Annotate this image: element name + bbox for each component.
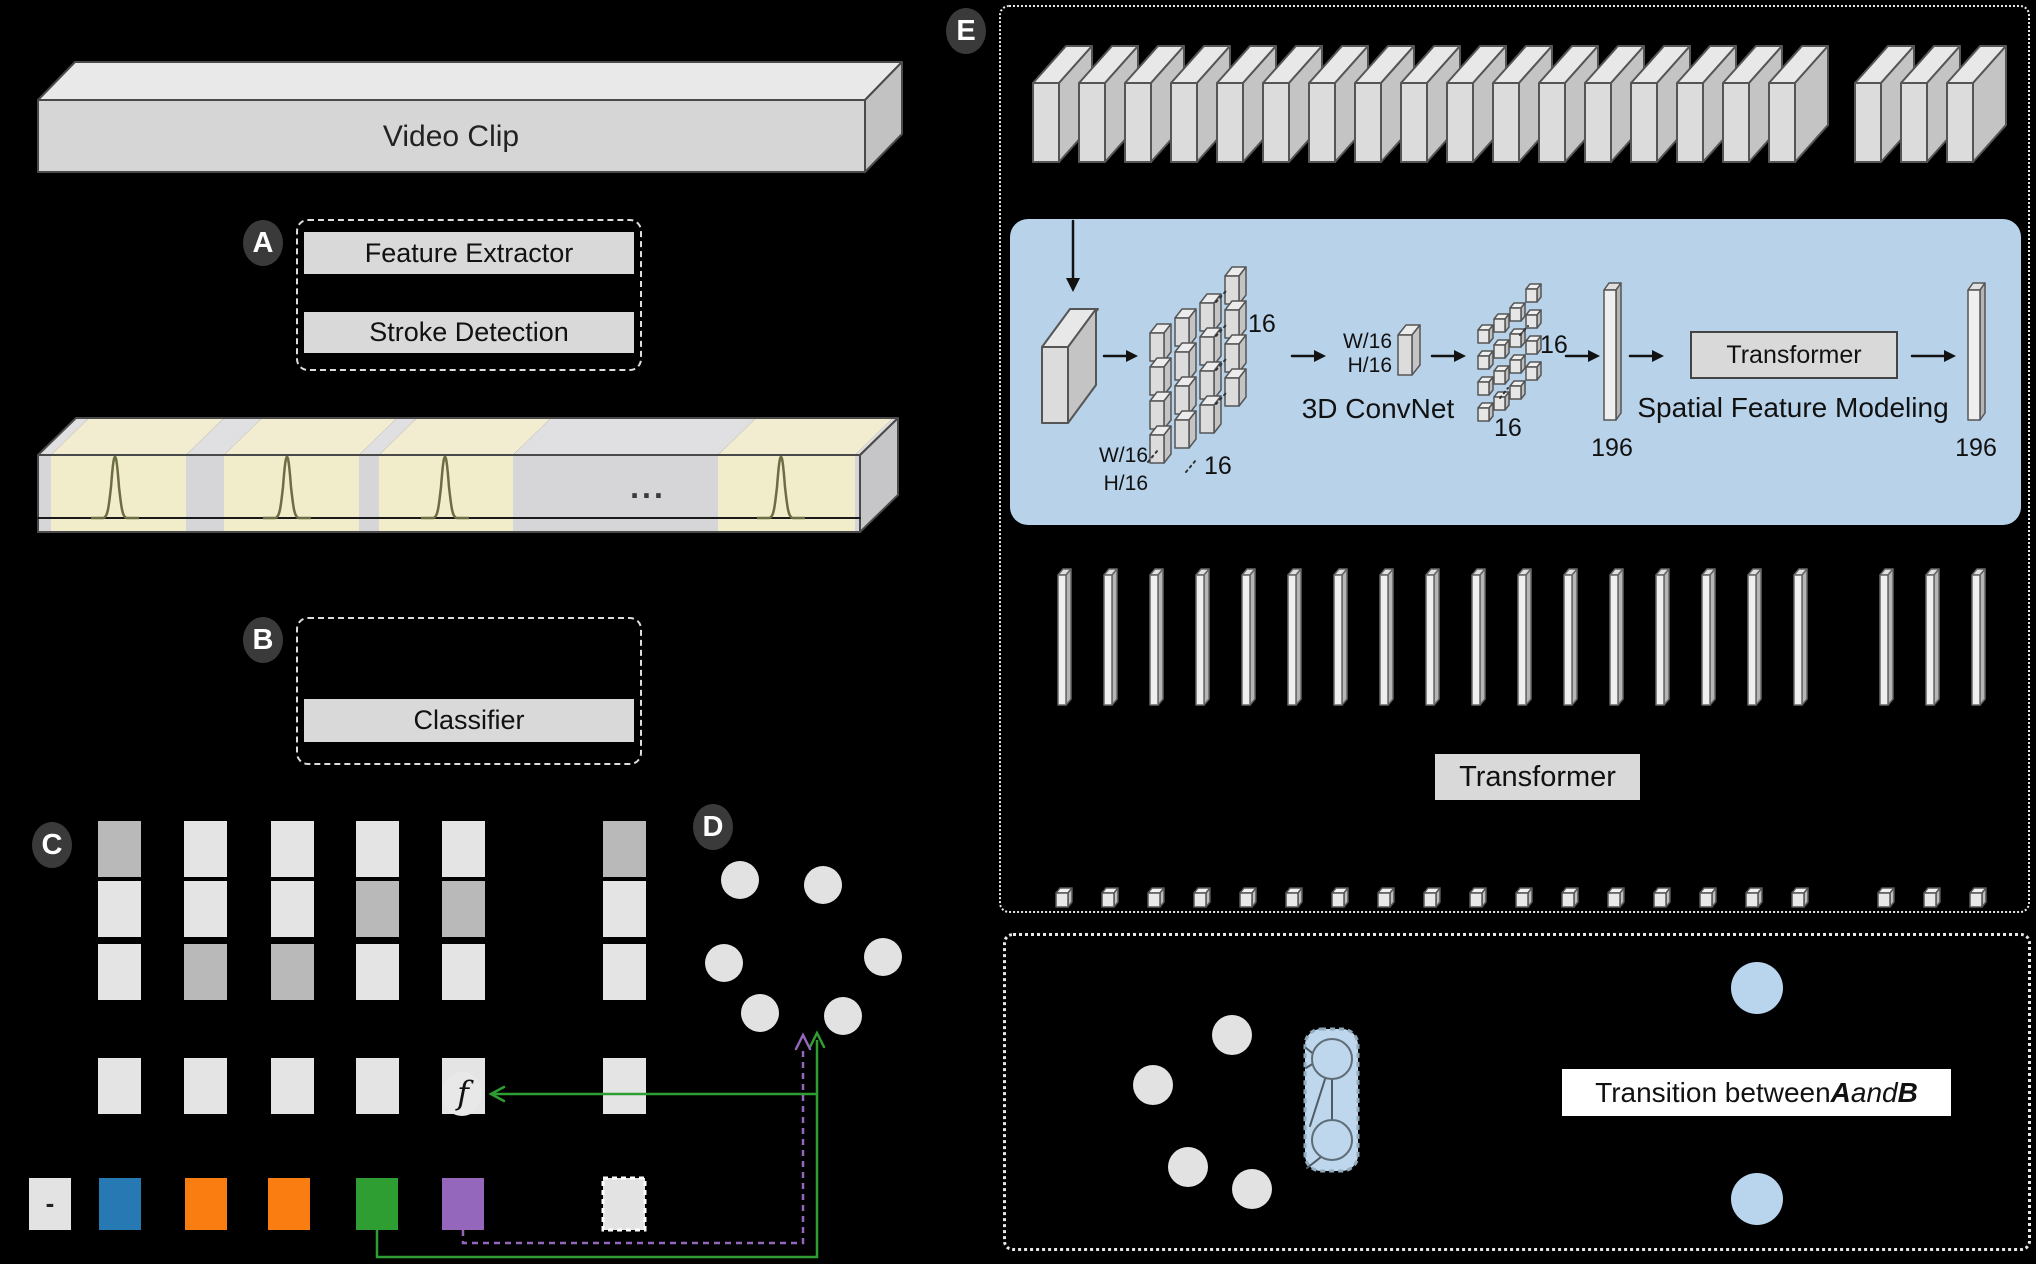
grid-h16-label: H/16: [1103, 471, 1148, 495]
grid-cell: [603, 881, 646, 937]
grid-cell: [603, 944, 646, 1000]
cluster-node: [705, 944, 743, 982]
transition-prefix: Transition between: [1595, 1076, 1831, 1108]
paired-node: [1311, 1119, 1353, 1161]
cluster-node: [824, 997, 862, 1035]
grid-cell: [98, 1058, 141, 1114]
transition-cluster-node: [1133, 1065, 1173, 1105]
transformer-inner-box: Transformer: [1690, 331, 1898, 379]
transition-panel-container: [1003, 933, 2031, 1251]
panel-c-grid: [98, 821, 646, 1114]
grid-cell: [271, 821, 314, 877]
grid-cell: [184, 821, 227, 877]
grid-cell: [356, 881, 399, 937]
grid-cell: [356, 1058, 399, 1114]
grid-cell: [184, 944, 227, 1000]
legend-square-gray-dashed: [601, 1176, 647, 1232]
panel-d-cluster: [705, 861, 902, 1035]
cluster-node: [741, 994, 779, 1032]
video-clip-box: [37, 61, 903, 173]
grid-cell: [603, 1058, 646, 1114]
badge-c: C: [32, 822, 72, 868]
transformer-row-box: Transformer: [1435, 754, 1640, 800]
transition-label-box: Transition between A and B: [1562, 1069, 1951, 1116]
transition-cluster-node: [1212, 1015, 1252, 1055]
transition-state-node: [1731, 1173, 1783, 1225]
classifier-box: Classifier: [304, 699, 634, 742]
cube-token-row: [1055, 887, 1987, 908]
aggregation-function-node: [442, 1072, 482, 1116]
token-bar-row: [1057, 568, 1986, 706]
transition-panel-vectors: [1133, 962, 1783, 1225]
panel-b-container: [296, 617, 642, 765]
conv-w16-label: W/16: [1342, 329, 1392, 353]
convnet-blue-panel: [1010, 219, 2021, 525]
legend-row: [29, 1176, 647, 1232]
conv-h16-label: H/16: [1347, 353, 1392, 377]
video-clip-label: Video Clip: [382, 120, 520, 154]
grid-cell: [271, 944, 314, 1000]
cluster-16-bottom-label: 16: [1494, 413, 1522, 442]
panel-a-container: [296, 219, 642, 371]
legend-square-green: [356, 1178, 398, 1230]
grid-cell: [98, 944, 141, 1000]
stroke-detection-box: Stroke Detection: [304, 312, 634, 353]
grid-cell: [184, 881, 227, 937]
badge-d: D: [693, 804, 733, 850]
grid-cell: [184, 1058, 227, 1114]
grid-cell: [271, 1058, 314, 1114]
grid-cell: [271, 881, 314, 937]
badge-b: B: [243, 617, 283, 663]
tokens-196-left-label: 196: [1591, 433, 1633, 462]
convnet-label: 3D ConvNet: [1301, 393, 1455, 425]
grid-w16-label: W/16: [1098, 443, 1148, 467]
grid-cell: [98, 821, 141, 877]
badge-e: E: [946, 8, 986, 54]
grid-cell: [356, 944, 399, 1000]
panel-e-container: [999, 5, 2030, 913]
grid-cell: [442, 944, 485, 1000]
cluster-16-right-label: 16: [1540, 330, 1568, 359]
feature-extractor-box: Feature Extractor: [304, 232, 634, 274]
tokens-196-right-label: 196: [1955, 433, 1997, 462]
transition-conjunction: and: [1850, 1076, 1898, 1108]
legend-square-gray-minus: [29, 1178, 71, 1230]
legend-minus-label: -: [45, 1188, 55, 1219]
grid-cell: [356, 821, 399, 877]
transition-state-node: [1731, 962, 1783, 1014]
frame-slab-row: [1032, 45, 2007, 163]
stroke-strip-box: [37, 417, 899, 533]
transition-cluster-node: [1232, 1169, 1272, 1209]
spatial-modeling-label: Spatial Feature Modeling: [1637, 392, 1949, 424]
aggregation-connectors: [375, 1030, 826, 1259]
legend-square-orange: [268, 1178, 310, 1230]
cluster-node: [721, 861, 759, 899]
transition-state-a: A: [1830, 1076, 1851, 1108]
aggregation-function-label: f: [457, 1074, 469, 1113]
cluster-node: [804, 866, 842, 904]
legend-square-blue: [99, 1178, 141, 1230]
transition-cluster-node: [1168, 1147, 1208, 1187]
grid-cell: [98, 881, 141, 937]
paired-node: [1311, 1038, 1353, 1080]
grid-cell: [603, 821, 646, 877]
grid-16-bottom-label: 16: [1204, 451, 1232, 480]
legend-square-orange: [185, 1178, 227, 1230]
cluster-node: [864, 938, 902, 976]
transition-state-b: B: [1897, 1076, 1918, 1108]
strip-ellipsis: ...: [630, 469, 666, 506]
grid-cell: [442, 821, 485, 877]
legend-square-purple: [442, 1178, 484, 1230]
grid-cell: [442, 881, 485, 937]
badge-a: A: [243, 220, 283, 266]
grid-16-top-label: 16: [1248, 309, 1276, 338]
